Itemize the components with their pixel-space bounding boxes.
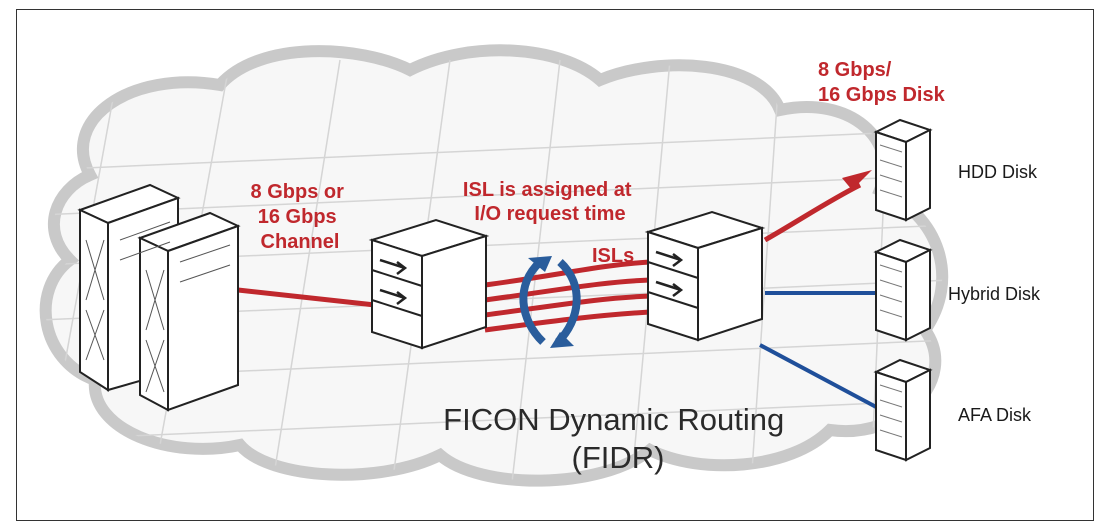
channel-speed-label: 8 Gbps or 16 Gbps Channel	[251, 181, 350, 253]
disk-speed-line-2: 16 Gbps Disk	[818, 84, 946, 106]
disk-speed-label: 8 Gbps/ 16 Gbps Disk	[818, 59, 946, 106]
channel-line-3: Channel	[261, 231, 340, 253]
caption-line-1: FICON Dynamic Routing	[443, 402, 784, 437]
afa-disk-label: AFA Disk	[958, 405, 1032, 425]
blue-links	[759, 291, 879, 410]
mainframe-server-icon	[77, 183, 241, 412]
rotate-arrows-icon	[519, 256, 581, 348]
disk-speed-line-1: 8 Gbps/	[818, 59, 892, 81]
diagram-caption: FICON Dynamic Routing (FIDR)	[443, 402, 793, 475]
isl-note-line-2: I/O request time	[474, 203, 625, 225]
disk-storage-tower-icon	[873, 118, 933, 222]
isl-assignment-note: ISL is assigned at I/O request time	[463, 179, 637, 225]
isl-note-line-1: ISL is assigned at	[463, 179, 632, 201]
channel-line-1: 8 Gbps or	[251, 181, 345, 203]
disk-storage-tower-icon	[873, 358, 933, 462]
channel-line-2: 16 Gbps	[258, 206, 337, 228]
disk-storage-tower-icon	[873, 238, 933, 342]
hybrid-disk-label: Hybrid Disk	[948, 284, 1041, 304]
fibre-channel-switch-icon	[644, 210, 766, 342]
arrow-head-to-hdd	[842, 170, 872, 190]
fibre-channel-switch-icon	[368, 218, 490, 350]
hdd-disk-label: HDD Disk	[958, 162, 1038, 182]
caption-line-2: (FIDR)	[572, 440, 665, 475]
isls-label: ISLs	[592, 245, 634, 267]
